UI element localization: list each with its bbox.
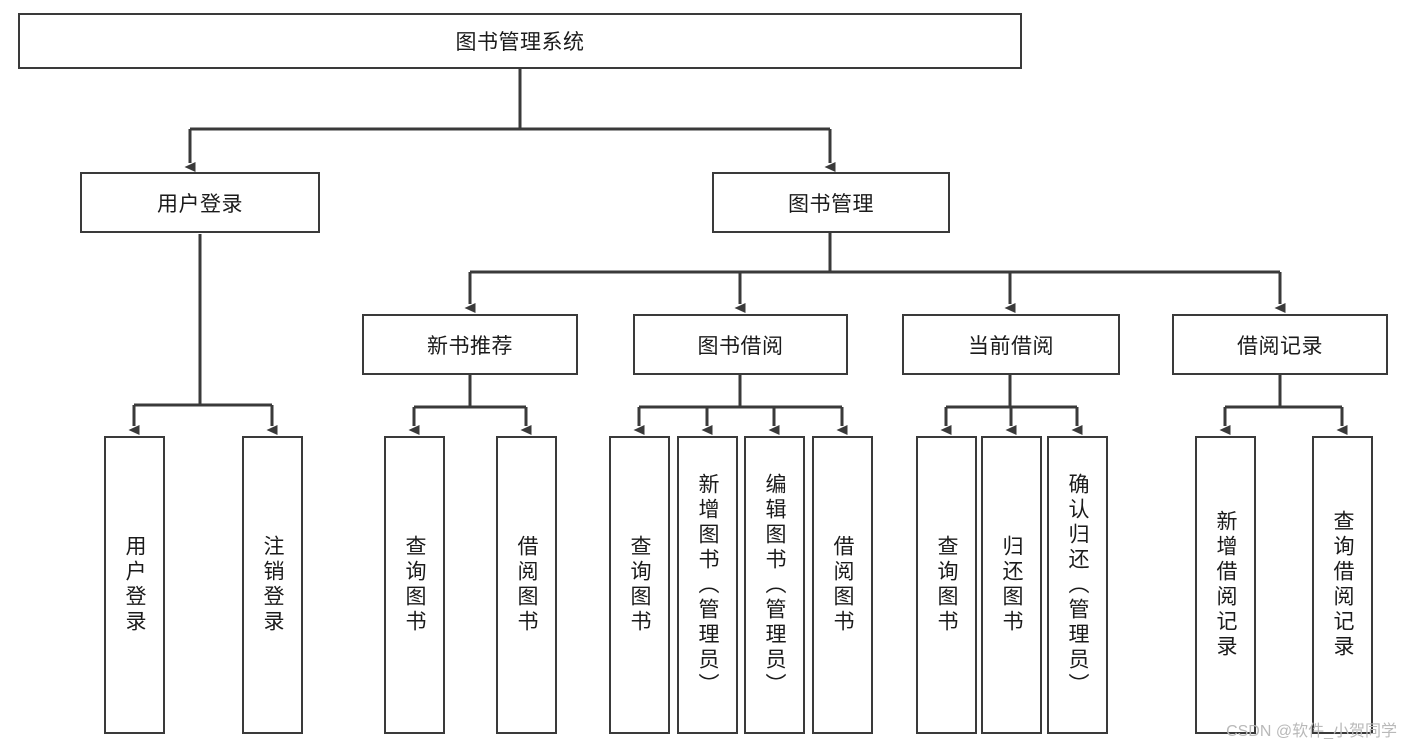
node-root[interactable]: 图书管理系统 (18, 13, 1022, 69)
leaf-borrow-book-1[interactable]: 借阅图书 (496, 436, 557, 734)
leaf-confirm-return[interactable]: 确认归还（管理员） (1047, 436, 1108, 734)
node-new-book-recommend[interactable]: 新书推荐 (362, 314, 578, 375)
leaf-logout-login[interactable]: 注销登录 (242, 436, 303, 734)
leaf-query-book-1-label: 查询图书 (403, 535, 426, 635)
leaf-borrow-book-1-label: 借阅图书 (515, 535, 538, 635)
leaf-borrow-book-2-label: 借阅图书 (831, 535, 854, 635)
leaf-query-record-label: 查询借阅记录 (1331, 510, 1354, 660)
node-user-login[interactable]: 用户登录 (80, 172, 320, 233)
leaf-add-book[interactable]: 新增图书（管理员） (677, 436, 738, 734)
leaf-edit-book-label: 编辑图书（管理员） (763, 472, 786, 698)
leaf-query-book-1[interactable]: 查询图书 (384, 436, 445, 734)
leaf-query-record[interactable]: 查询借阅记录 (1312, 436, 1373, 734)
csdn-watermark: CSDN @软件_小贺同学 (1226, 723, 1397, 740)
leaf-query-book-2-label: 查询图书 (628, 535, 651, 635)
leaf-user-login[interactable]: 用户登录 (104, 436, 165, 734)
node-book-manage-label: 图书管理 (788, 192, 874, 216)
leaf-query-book-3-label: 查询图书 (935, 535, 958, 635)
node-root-label: 图书管理系统 (455, 31, 585, 54)
node-current-borrow-label: 当前借阅 (968, 334, 1054, 358)
node-borrow-record[interactable]: 借阅记录 (1172, 314, 1388, 375)
node-new-book-recommend-label: 新书推荐 (427, 334, 513, 358)
node-current-borrow[interactable]: 当前借阅 (902, 314, 1120, 375)
leaf-user-login-label: 用户登录 (123, 535, 146, 635)
leaf-add-record-label: 新增借阅记录 (1214, 510, 1237, 660)
node-book-borrow[interactable]: 图书借阅 (633, 314, 848, 375)
leaf-query-book-3[interactable]: 查询图书 (916, 436, 977, 734)
node-book-borrow-label: 图书借阅 (697, 334, 784, 358)
leaf-confirm-return-label: 确认归还（管理员） (1066, 472, 1089, 698)
leaf-edit-book[interactable]: 编辑图书（管理员） (744, 436, 805, 734)
leaf-add-record[interactable]: 新增借阅记录 (1195, 436, 1256, 734)
leaf-return-book[interactable]: 归还图书 (981, 436, 1042, 734)
node-book-manage[interactable]: 图书管理 (712, 172, 950, 233)
leaf-logout-login-label: 注销登录 (261, 535, 284, 635)
leaf-add-book-label: 新增图书（管理员） (696, 472, 719, 698)
leaf-return-book-label: 归还图书 (1000, 535, 1023, 635)
node-user-login-label: 用户登录 (157, 192, 243, 216)
leaf-query-book-2[interactable]: 查询图书 (609, 436, 670, 734)
node-borrow-record-label: 借阅记录 (1237, 334, 1323, 358)
leaf-borrow-book-2[interactable]: 借阅图书 (812, 436, 873, 734)
